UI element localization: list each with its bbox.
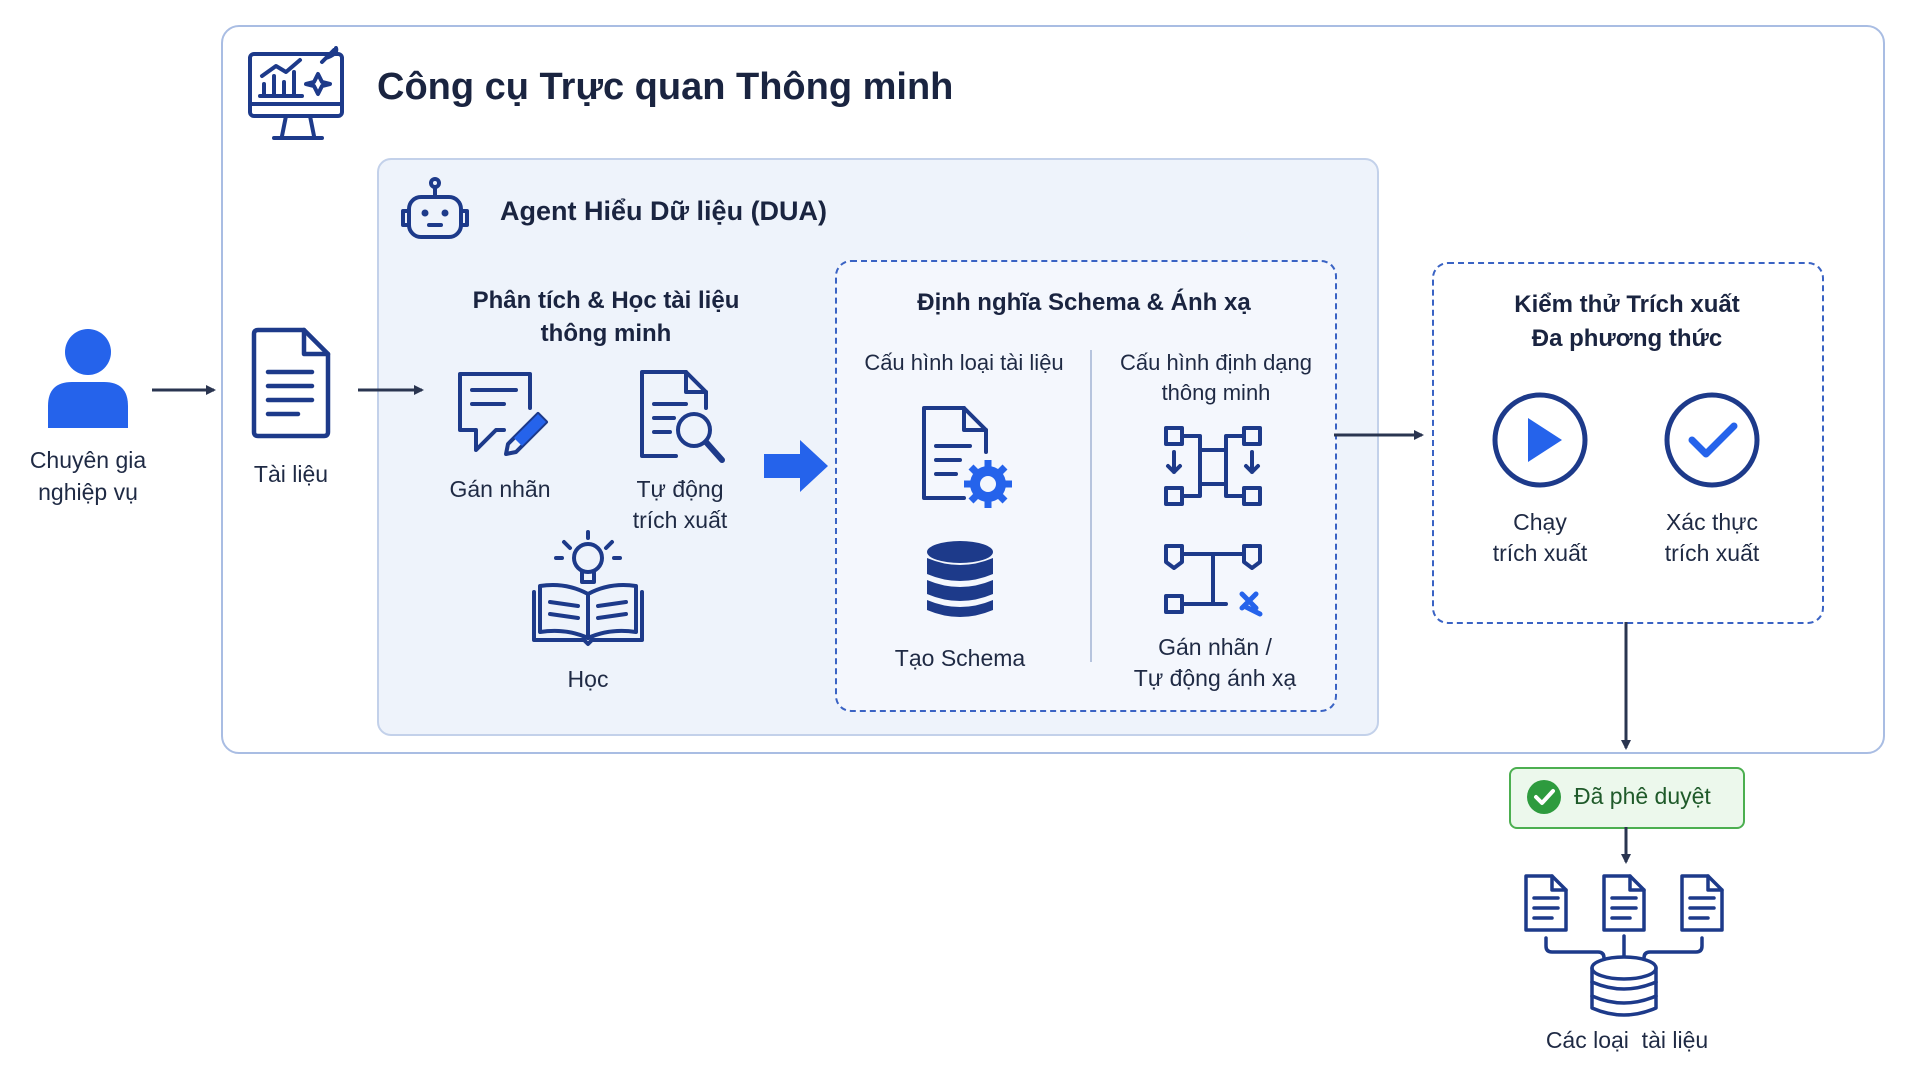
verify-extract-line2: trích xuất — [1664, 540, 1760, 566]
learning-book-icon — [532, 530, 644, 646]
user-label-line2: nghiệp vụ — [38, 479, 138, 505]
mapping-line1: Gán nhãn / — [1158, 634, 1272, 660]
tool-title: Công cụ Trực quan Thông minh — [377, 66, 954, 108]
mapping-line2: Tự động ánh xạ — [1133, 665, 1297, 691]
doc-type-config-label: Cấu hình loại tài liệu — [864, 350, 1064, 375]
auto-mapping-icon — [1164, 544, 1263, 617]
label-edit-icon — [458, 372, 548, 456]
run-extract-line1: Chạy — [1513, 509, 1567, 535]
auto-extract-line1: Tự động — [636, 476, 724, 502]
monitor-analytics-icon — [248, 46, 344, 140]
testing-title-line2: Đa phương thức — [1531, 325, 1723, 352]
labeling-label: Gán nhãn — [449, 476, 551, 502]
auto-extract-line2: trích xuất — [632, 507, 728, 533]
arrow-analysis-to-schema — [764, 440, 828, 492]
approved-check-icon — [1527, 780, 1561, 814]
learn-label: Học — [567, 666, 609, 692]
create-schema-label: Tạo Schema — [894, 645, 1026, 671]
database-icon — [927, 541, 993, 617]
schema-divider — [1090, 350, 1092, 662]
run-extract-line2: trích xuất — [1492, 540, 1588, 566]
output-documents-icon — [1524, 874, 1724, 1017]
format-config-line2: thông minh — [1161, 380, 1271, 405]
approved-label: Đã phê duyệt — [1574, 783, 1711, 809]
verify-extract-line1: Xác thực — [1665, 509, 1759, 535]
agent-title: Agent Hiểu Dữ liệu (DUA) — [500, 196, 828, 226]
output-label: Các loại tài liệu — [1545, 1027, 1709, 1053]
play-circle-icon — [1492, 392, 1588, 488]
schema-title: Định nghĩa Schema & Ánh xạ — [917, 289, 1251, 316]
user-label-line1: Chuyên gia — [29, 447, 147, 473]
user-icon — [48, 329, 128, 428]
analysis-title-line1: Phân tích & Học tài liệu — [472, 287, 740, 314]
checkmark-circle-icon — [1664, 392, 1760, 488]
testing-title-line1: Kiểm thử Trích xuất — [1514, 291, 1740, 318]
document-label: Tài liệu — [253, 461, 329, 487]
robot-icon — [401, 177, 469, 239]
document-icon — [251, 327, 331, 439]
smart-format-icon — [1164, 426, 1262, 506]
format-config-line1: Cấu hình định dạng — [1119, 350, 1313, 375]
auto-extract-icon — [640, 370, 725, 463]
document-settings-icon — [922, 406, 1012, 508]
analysis-title-line2: thông minh — [540, 320, 672, 347]
